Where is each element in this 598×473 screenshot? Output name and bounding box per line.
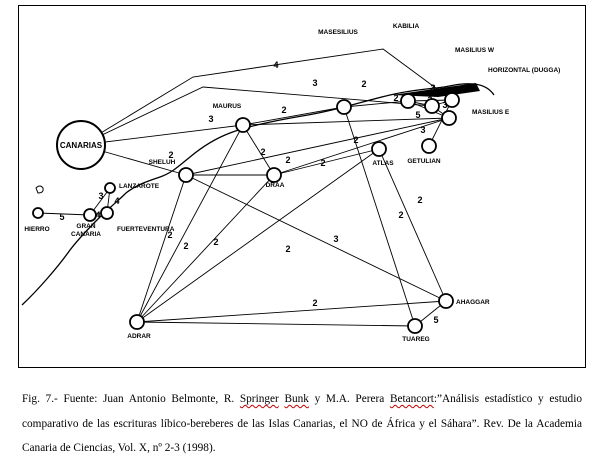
edge-hierro-gran-canaria xyxy=(37,212,91,216)
coast-shading xyxy=(392,83,480,97)
edge-masesilius-tuareg xyxy=(343,106,416,327)
edge-masesilius-kabilia xyxy=(343,100,409,108)
edge-masilius-e-sheluh xyxy=(185,117,450,176)
node-label-canarias: CANARIAS xyxy=(60,141,103,150)
edge-canarias-masilius-w xyxy=(80,86,433,146)
caption-name-betancort: Betancort xyxy=(389,393,434,405)
node-masesilius xyxy=(336,99,352,115)
figure-frame xyxy=(18,5,586,368)
node-label-tuareg: TUAREG xyxy=(402,336,429,343)
node-label-masesilius: MASESILIUS xyxy=(318,29,358,36)
edge-maurus-adrar xyxy=(136,124,244,323)
edge-weight-label: 2 xyxy=(312,298,317,308)
edge-weight-label: 5 xyxy=(415,110,420,120)
edge-weight-label: 2 xyxy=(183,241,188,251)
node-canarias xyxy=(56,120,106,170)
edge-weight-label: 3 xyxy=(430,83,435,93)
node-maurus xyxy=(235,117,251,133)
edge-sheluh-ahaggar xyxy=(185,174,447,302)
node-label-sheluh: SHELUH xyxy=(149,159,176,166)
node-label-draa: DRAA xyxy=(266,182,285,189)
edge-weight-label: 3 xyxy=(98,191,103,201)
node-label-hierro: HIERRO xyxy=(24,226,49,233)
node-masilius-w xyxy=(424,98,440,114)
node-label-maurus: MAURUS xyxy=(213,103,242,110)
edge-draa-atlas xyxy=(273,148,380,176)
edge-weight-label: 3 xyxy=(312,78,317,88)
node-fuerteventura xyxy=(100,206,114,220)
edge-weight-label: 2 xyxy=(285,244,290,254)
coastline xyxy=(21,83,495,306)
edge-maurus-masesilius xyxy=(242,106,345,126)
edge-atlas-adrar xyxy=(136,148,380,323)
edge-weight-label: 2 xyxy=(167,230,172,240)
node-label-ahaggar: AHAGGAR xyxy=(456,299,490,306)
edge-weight-label: 2 xyxy=(393,93,398,103)
node-label-kabilia: KABILIA xyxy=(393,23,420,30)
edge-canarias-maurus xyxy=(80,124,244,146)
node-label-getulian: GETULIAN xyxy=(407,158,441,165)
edge-weight-label: 2 xyxy=(398,210,403,220)
node-label-atlas: ATLAS xyxy=(372,160,394,167)
node-kabilia xyxy=(400,93,416,109)
edge-weight-label: 2 xyxy=(361,79,366,89)
edge-weight-label: 2 xyxy=(281,105,286,115)
edge-weight-label: 3 xyxy=(208,114,213,124)
edge-atlas-ahaggar xyxy=(378,148,447,302)
edge-canarias-horizontal xyxy=(80,48,453,146)
edge-horizontal-getulian xyxy=(428,99,453,147)
edge-weight-label: 2 xyxy=(213,237,218,247)
node-hierro xyxy=(32,207,44,219)
edge-weight-label: 4 xyxy=(95,210,100,220)
edge-weight-label: 2 xyxy=(260,147,265,157)
edge-draa-adrar xyxy=(136,174,275,323)
node-sheluh xyxy=(178,167,194,183)
node-label-adrar: ADRAR xyxy=(127,333,151,340)
edge-weight-label: 5 xyxy=(433,315,438,325)
node-getulian xyxy=(421,138,437,154)
caption-text-1: Fig. 7.- Fuente: Juan Antonio Belmonte, … xyxy=(22,393,240,405)
node-adrar xyxy=(129,314,145,330)
node-label-masilius-e: MASILIUS E xyxy=(472,109,510,116)
edge-weight-label: 2 xyxy=(168,150,173,160)
network-map-figure: 43322222223353322222322253454 CANARIASMA… xyxy=(18,5,586,368)
node-tuareg xyxy=(407,318,423,334)
node-horizontal xyxy=(444,92,460,108)
edge-weight-label: 4 xyxy=(273,60,278,70)
node-label-lanzarote: LANZAROTE xyxy=(119,183,160,190)
edge-adrar-tuareg xyxy=(136,321,416,327)
node-gran-canaria xyxy=(83,208,97,222)
edges-layer: 43322222223353322222322253454 xyxy=(37,48,453,327)
edge-adrar-ahaggar xyxy=(136,300,447,323)
caption-name-bunk: Bunk xyxy=(284,393,309,405)
edge-weight-label: 2 xyxy=(320,158,325,168)
caption-name-springer: Springer xyxy=(239,393,279,405)
edge-weight-label: 2 xyxy=(285,155,290,165)
edge-weight-label: 3 xyxy=(420,125,425,135)
node-atlas xyxy=(371,141,387,157)
node-draa xyxy=(266,167,282,183)
edge-sheluh-adrar xyxy=(136,174,187,323)
edge-weight-label: 2 xyxy=(353,135,358,145)
edge-maurus-draa xyxy=(242,124,275,176)
edge-weight-label: 3 xyxy=(333,234,338,244)
node-label-fuerteventura: FUERTEVENTURA xyxy=(117,226,175,233)
caption-text-3: :”Análisis estadístico y estudio compara… xyxy=(22,393,582,454)
edge-weight-label: 4 xyxy=(114,196,119,206)
island-outline xyxy=(35,185,44,194)
figure-caption: Fig. 7.- Fuente: Juan Antonio Belmonte, … xyxy=(22,387,582,461)
node-lanzarote xyxy=(104,182,116,194)
nodes-layer: CANARIAS MAURUS MASESILIUS KABILIA MASILIUS … xyxy=(24,23,560,343)
edge-weight-label: 5 xyxy=(59,212,64,222)
caption-text-2: y M.A. Perera xyxy=(308,393,390,405)
node-masilius-e xyxy=(441,110,457,126)
node-label-horizontal: HORIZONTAL (DUGGA) xyxy=(488,67,560,74)
node-label-masilius-w: MASILIUS W xyxy=(455,47,495,54)
node-ahaggar xyxy=(438,293,454,309)
edge-maurus-masilius-e xyxy=(242,117,450,126)
edge-masilius-e-draa xyxy=(273,117,450,176)
edge-weight-label: 2 xyxy=(417,195,422,205)
edge-weight-label: 3 xyxy=(442,100,447,110)
